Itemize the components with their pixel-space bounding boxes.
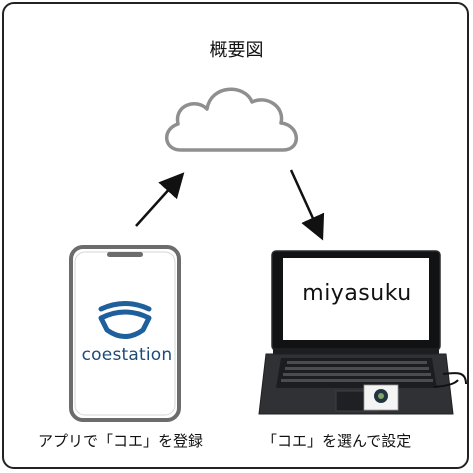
cloud-icon [165,87,298,152]
left-caption: アプリで「コエ」を登録 [38,432,204,450]
phone-app-name: coestation [81,345,173,365]
arrow-up-right-icon [135,172,185,227]
diagram-title: 概要図 [209,40,264,61]
coestation-logo-icon [98,301,152,339]
arrow-down-right-icon [289,169,325,241]
right-caption: 「コエ」を選んで設定 [262,432,412,450]
laptop-screen-text: miyasuku [302,281,412,306]
laptop-icon [258,250,467,415]
